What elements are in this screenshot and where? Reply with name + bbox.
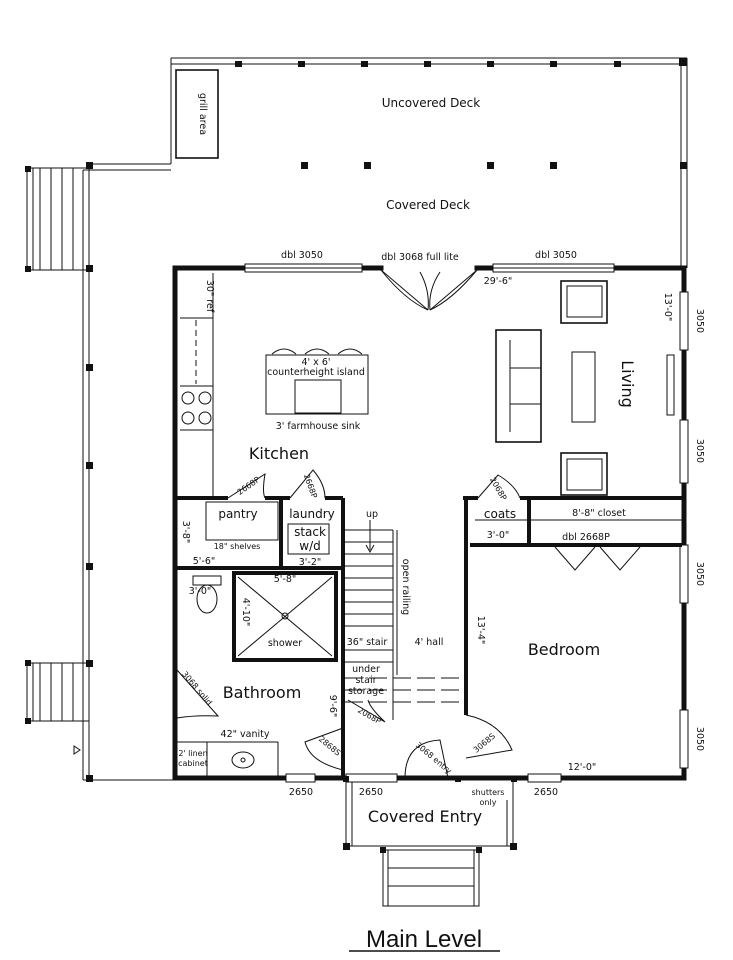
pantry-height-label: 3'-8" xyxy=(180,521,191,544)
deck-stairs-top xyxy=(25,166,90,272)
shower-label: shower xyxy=(268,638,302,649)
win-3050-a-label: 3050 xyxy=(694,309,705,333)
laundry-width-label: 3'-2" xyxy=(299,557,322,568)
pantry-shelves xyxy=(205,501,279,541)
stair-label: 36" stair xyxy=(347,637,388,648)
under-stair-label-1: under xyxy=(352,664,380,675)
shower-depth-label: 4'-10" xyxy=(240,598,251,627)
up-label: up xyxy=(366,509,378,520)
win-2650-a-label: 2650 xyxy=(289,787,313,798)
stairs xyxy=(345,520,463,720)
under-stair-label-2: stair xyxy=(355,675,376,686)
kitchen-counters xyxy=(180,273,214,496)
living-width-label: 29'-6" xyxy=(484,276,513,287)
linen-label-2: cabinet xyxy=(178,759,208,768)
cooktop-icon xyxy=(181,391,212,425)
entry-door-swing xyxy=(404,739,449,779)
uncovered-deck-label: Uncovered Deck xyxy=(382,96,481,110)
bedroom-door-label: 3068S xyxy=(472,731,497,754)
living-label: Living xyxy=(618,360,637,408)
win-3050-c-label: 3050 xyxy=(694,562,705,586)
coats-label: coats xyxy=(484,507,516,521)
win-2650-b-label: 2650 xyxy=(359,787,383,798)
toilet-icon xyxy=(192,575,222,614)
covered-entry xyxy=(343,776,517,850)
vanity-label: 42" vanity xyxy=(221,729,270,740)
pantry-width-label: 5'-6" xyxy=(193,556,216,567)
bedroom-width-label: 12'-0" xyxy=(568,762,597,773)
windows-top xyxy=(244,263,615,273)
laundry-door-label: 2668P xyxy=(302,473,319,500)
hall-label: 4' hall xyxy=(415,637,444,648)
french-door-top xyxy=(380,269,478,311)
wd-label: w/d xyxy=(299,539,320,553)
vanity-sink-icon xyxy=(231,751,255,769)
bath-side-door-label: 3068 solid xyxy=(180,670,214,708)
win-3050-b-label: 3050 xyxy=(694,439,705,463)
bath-door-swing xyxy=(304,727,344,771)
laundry-door-swing xyxy=(289,469,326,499)
coats-door-swing xyxy=(477,474,521,499)
washer-dryer-box xyxy=(287,523,330,555)
deck-stairs-bottom xyxy=(25,660,90,724)
island-size-label: 4' x 6' xyxy=(302,357,331,368)
open-railing-label: open railing xyxy=(400,559,411,615)
windows-bottom xyxy=(285,773,562,783)
stack-label: stack xyxy=(294,525,326,539)
storage-door-swing xyxy=(347,699,386,723)
win-2650-c-label: 2650 xyxy=(534,787,558,798)
bedroom-label: Bedroom xyxy=(528,640,600,659)
interior-walls xyxy=(177,496,682,778)
kitchen-island xyxy=(265,348,369,415)
covered-entry-label: Covered Entry xyxy=(368,807,482,826)
sink-label: 3' farmhouse sink xyxy=(276,421,361,432)
page-title: Main Level xyxy=(366,926,482,953)
arrow-marker-icon xyxy=(73,745,81,755)
island-label: counterheight island xyxy=(267,367,365,378)
under-stair-label-3: storage xyxy=(348,686,384,697)
entry-door-label: 3068 entry xyxy=(414,740,454,775)
shower-width-label: 5'-8" xyxy=(274,574,297,585)
pantry-label: pantry xyxy=(218,507,257,521)
shutters-label-1: shutters xyxy=(472,788,505,797)
grill-area-box xyxy=(175,69,219,159)
bedroom-door-swing xyxy=(465,714,513,759)
kitchen-label: Kitchen xyxy=(249,444,309,463)
ref-label: 30" ref xyxy=(204,280,215,313)
laundry-label: laundry xyxy=(289,507,335,521)
bathroom-label: Bathroom xyxy=(223,683,302,702)
storage-door-label: 2068P xyxy=(356,706,382,726)
living-depth-label: 13'-0" xyxy=(662,293,673,322)
shutters-label-2: only xyxy=(480,798,497,807)
bath-depth-label: 9'-6" xyxy=(327,695,338,718)
coats-width-label: 3'-0" xyxy=(487,530,510,541)
shower xyxy=(237,576,333,657)
covered-deck-label: Covered Deck xyxy=(386,198,470,212)
dbl-3050-left-label: dbl 3050 xyxy=(281,250,323,261)
closet-label: 8'-8" closet xyxy=(572,508,626,519)
shelves-label: 18" shelves xyxy=(214,542,261,551)
toilet-width-label: 3'-0" xyxy=(189,586,212,597)
entry-stairs xyxy=(380,847,482,907)
pantry-door-label: 2668P xyxy=(236,475,262,497)
dbl-3050-right-label: dbl 3050 xyxy=(535,250,577,261)
exterior-walls xyxy=(172,265,687,781)
windows-right xyxy=(679,291,689,769)
bedroom-depth-label: 13'-4" xyxy=(475,616,486,645)
dbl-3068-label: dbl 3068 full lite xyxy=(381,252,459,263)
closet-doors xyxy=(554,546,641,571)
bath-door-label: 2868S xyxy=(317,734,342,757)
grill-area-label: grill area xyxy=(197,93,208,135)
win-3050-d-label: 3050 xyxy=(694,727,705,751)
closet-door-label: dbl 2668P xyxy=(562,532,610,543)
bath-side-door-swing xyxy=(176,669,220,719)
living-furniture xyxy=(495,280,675,496)
linen-label-1: 2' linen xyxy=(178,749,207,758)
pantry-door-swing xyxy=(227,472,266,499)
